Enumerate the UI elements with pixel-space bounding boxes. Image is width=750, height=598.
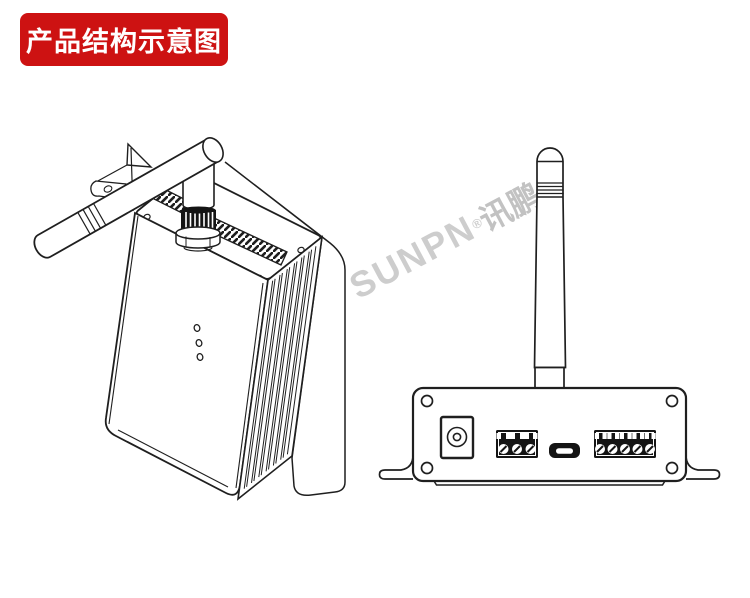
title-banner: 产品结构示意图	[20, 13, 228, 66]
mounting-ear-right	[685, 454, 721, 480]
perspective-view	[33, 137, 346, 501]
micro-usb-port	[549, 443, 580, 458]
page-title: 产品结构示意图	[26, 27, 222, 57]
rear-panel-view	[378, 147, 721, 486]
heatsink-fins	[236, 235, 324, 501]
antenna-elbow-cap	[202, 137, 224, 163]
corner-screw	[665, 461, 679, 475]
wall-mount-plate	[224, 161, 346, 497]
bracket-screw-hole	[103, 185, 113, 193]
antenna-base	[534, 366, 565, 388]
dc-power-jack	[439, 415, 475, 460]
rear-panel	[378, 386, 721, 486]
corner-screw	[420, 461, 434, 475]
led-indicators	[193, 323, 204, 362]
folded-rod-antenna	[33, 137, 224, 259]
terminal-block-3pin	[496, 430, 538, 458]
corner-screw	[665, 394, 679, 408]
corner-screw	[420, 394, 434, 408]
sma-connector	[175, 161, 221, 252]
terminal-block-5pin	[594, 430, 656, 458]
rod-antenna	[533, 147, 567, 388]
mounting-ear-left	[378, 454, 414, 480]
